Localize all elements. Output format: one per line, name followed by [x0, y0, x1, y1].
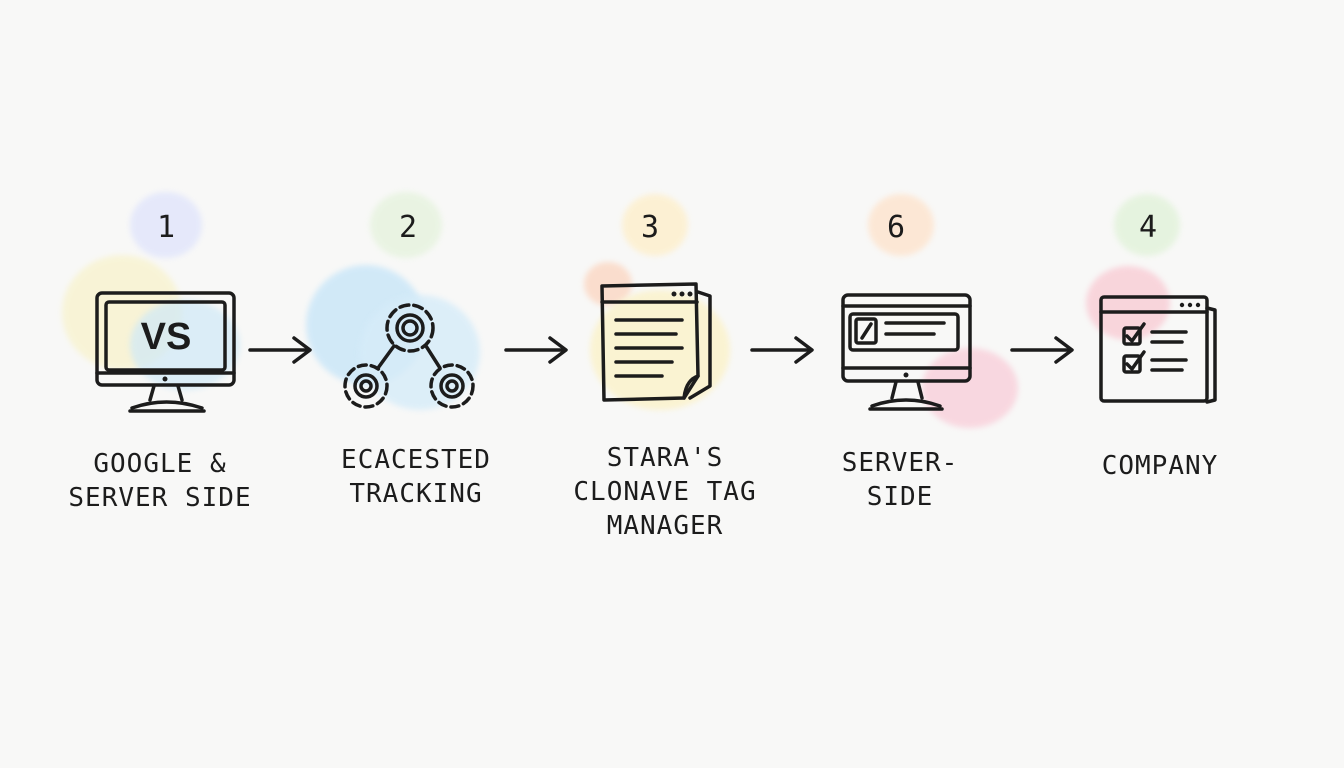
highlight-blob — [1114, 194, 1180, 256]
highlight-blob — [370, 192, 442, 258]
step-label-line: MANAGER — [606, 511, 724, 541]
gears-icon — [343, 303, 475, 409]
checklist-window-icon — [1099, 295, 1217, 404]
highlight-blob — [130, 300, 240, 390]
arrow-icon — [504, 336, 568, 364]
step-label-line: SIDE — [866, 482, 934, 512]
monitor-window-icon — [841, 293, 972, 411]
monitor-screen-text: VS — [141, 316, 192, 358]
step-label-6: SERVER- SIDE — [800, 446, 1000, 514]
arrow-icon — [248, 336, 312, 364]
document-icon — [600, 282, 712, 402]
step-label-line: GOOGLE & — [93, 449, 227, 479]
step-number-4: 4 — [1138, 210, 1158, 245]
step-label-line: COMPANY — [1101, 451, 1219, 481]
step-label-3: STARA'S CLONAVE TAG MANAGER — [540, 441, 790, 543]
arrow-icon — [750, 336, 814, 364]
step-number-3: 3 — [640, 210, 660, 245]
highlight-blob — [868, 194, 934, 256]
step-label-2: ECACESTED TRACKING — [296, 443, 536, 511]
step-label-line: STARA'S — [606, 443, 724, 473]
arrow-icon — [1010, 336, 1074, 364]
highlight-blob — [622, 194, 688, 256]
monitor-vs-icon: VS — [95, 291, 236, 413]
step-label-line: SERVER- — [841, 448, 959, 478]
highlight-blob — [130, 192, 202, 258]
step-label-1: GOOGLE & SERVER SIDE — [40, 447, 280, 515]
step-label-line: CLONAVE TAG — [573, 477, 757, 507]
step-label-line: SERVER SIDE — [68, 483, 252, 513]
step-number-6: 6 — [886, 210, 906, 245]
step-number-1: 1 — [156, 210, 176, 245]
step-number-2: 2 — [398, 210, 418, 245]
step-label-line: ECACESTED — [341, 445, 491, 475]
step-label-line: TRACKING — [349, 479, 483, 509]
step-label-4: COMPANY — [1060, 449, 1260, 483]
